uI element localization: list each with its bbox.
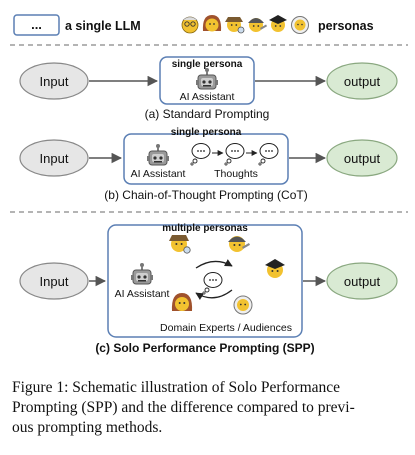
mechanic-persona-icon [248, 18, 268, 32]
output-label: output [344, 74, 381, 89]
panel-chain-of-thought: Input single persona AI Assistant Though… [19, 127, 398, 202]
output-node [326, 62, 398, 100]
panel-caption: (b) Chain-of-Thought Prompting (CoT) [104, 188, 307, 202]
single-llm-label: a single LLM [65, 19, 141, 33]
figure-caption-line: ous prompting methods. [12, 419, 163, 436]
cycle-arrow-top [195, 259, 233, 269]
output-label: output [344, 274, 381, 289]
woman-persona-icon [171, 293, 193, 311]
astronaut-persona-icon [233, 295, 253, 315]
thoughts-label: Thoughts [214, 168, 258, 180]
panel-caption: (c) Solo Performance Prompting (SPP) [95, 341, 314, 355]
box-header: multiple personas [162, 223, 248, 234]
detective-persona-icon [169, 235, 191, 254]
box-header: single persona [172, 59, 243, 70]
input-node [19, 62, 89, 100]
assistant-label: AI Assistant [131, 168, 186, 180]
output-node [326, 139, 398, 177]
single-llm-legend-box [13, 14, 60, 36]
box-header: single persona [171, 127, 242, 138]
detective-persona-icon [225, 17, 245, 34]
output-label: output [344, 151, 381, 166]
input-node [19, 262, 89, 300]
figure-caption-line: Prompting (SPP) and the difference compa… [12, 399, 355, 416]
graduate-persona-icon [265, 259, 285, 278]
figure-caption-line: Figure 1: Schematic illustration of Solo… [12, 379, 341, 396]
panel-solo-performance-prompting: Input multiple personas AI Assistant [19, 223, 398, 355]
assistant-label: AI Assistant [180, 91, 235, 103]
personas-label: personas [318, 19, 374, 33]
mechanic-persona-icon [228, 236, 251, 252]
woman-persona-icon [202, 15, 222, 32]
assistant-label: AI Assistant [115, 288, 170, 300]
figure-caption: Figure 1: Schematic illustration of Solo… [12, 378, 406, 438]
astronaut-persona-icon [291, 16, 309, 34]
input-node [19, 139, 89, 177]
experts-label: Domain Experts / Audiences [160, 322, 292, 334]
panel-caption: (a) Standard Prompting [145, 107, 270, 121]
single-persona-box [123, 133, 289, 185]
input-label: Input [40, 74, 69, 89]
legend: ... a single LLM [13, 14, 374, 36]
panel-standard-prompting: Input single persona AI Assistant output… [19, 56, 398, 121]
legend-box-glyph: ... [31, 17, 42, 32]
input-label: Input [40, 151, 69, 166]
cycle-arrow-bottom [195, 289, 233, 300]
output-node [326, 262, 398, 300]
graduate-persona-icon [269, 15, 287, 32]
input-label: Input [40, 274, 69, 289]
scientist-persona-icon [181, 16, 199, 34]
